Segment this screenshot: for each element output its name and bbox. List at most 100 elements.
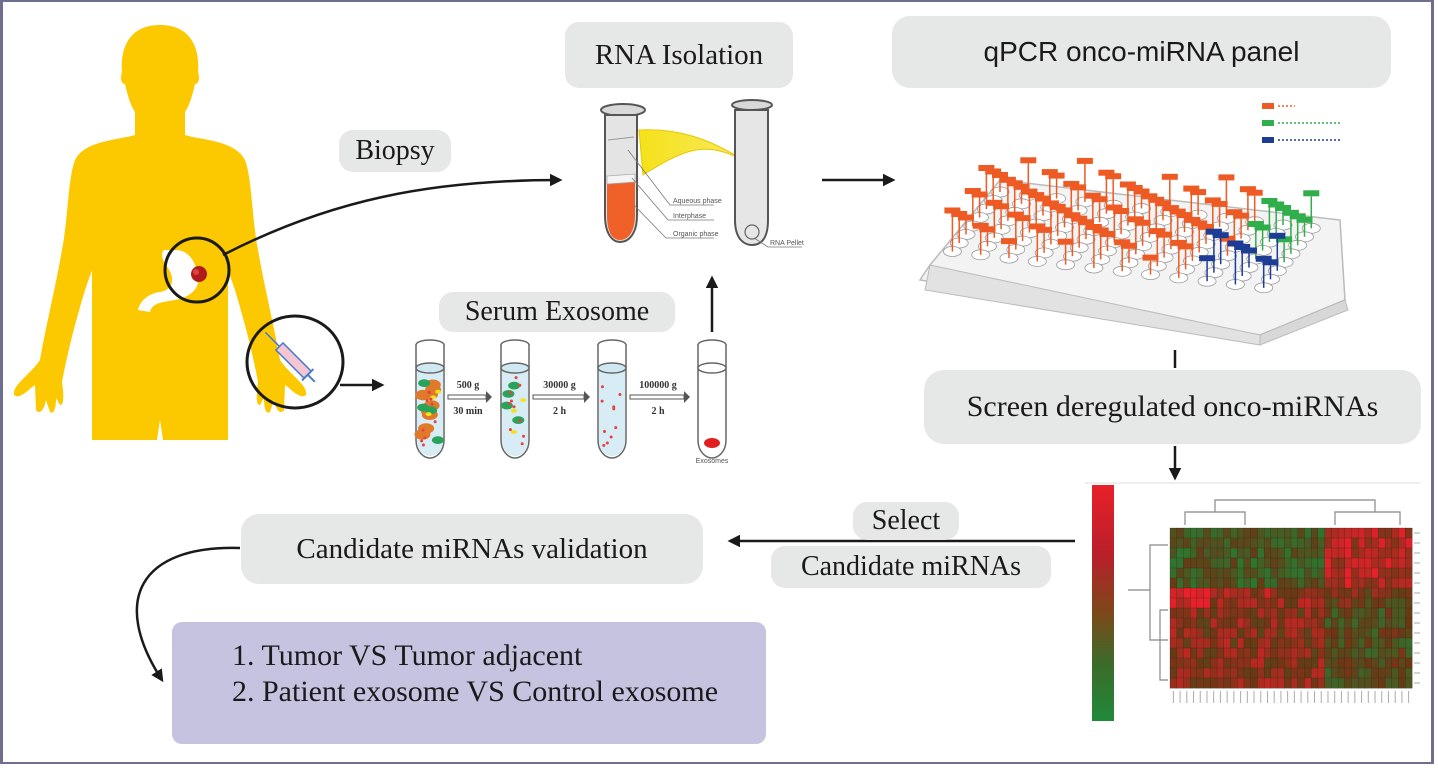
heatmap-cell xyxy=(1358,527,1366,539)
heatmap-cell xyxy=(1364,557,1372,569)
heatmap-cell xyxy=(1351,587,1359,599)
heatmap-cell xyxy=(1371,627,1379,639)
heatmap-cell xyxy=(1277,567,1285,579)
heatmap-cell xyxy=(1371,577,1379,589)
heatmap-cell xyxy=(1364,607,1372,619)
heatmap-cell xyxy=(1391,657,1399,669)
heatmap-cell xyxy=(1250,577,1258,589)
heatmap-cell xyxy=(1183,677,1191,689)
heatmap-cell xyxy=(1391,617,1399,629)
heatmap-cell xyxy=(1250,537,1258,549)
heatmap-cell xyxy=(1378,667,1386,679)
heatmap-cell xyxy=(1384,617,1393,629)
heatmap-cell xyxy=(1297,657,1305,669)
heatmap-cell xyxy=(1371,527,1379,539)
rna-isolation-tubes-icon xyxy=(600,99,802,248)
heatmap-cell xyxy=(1263,607,1272,619)
heatmap-cell xyxy=(1351,567,1359,579)
heatmap-cell xyxy=(1384,587,1393,599)
heatmap-cell xyxy=(1391,667,1399,679)
heatmap-cell xyxy=(1398,567,1406,579)
heatmap-cell xyxy=(1304,567,1312,579)
heatmap-cell xyxy=(1344,587,1352,599)
heatmap-cell xyxy=(1391,537,1399,549)
heatmap-cell xyxy=(1391,637,1399,649)
heatmap-cell xyxy=(1237,527,1245,539)
heatmap-cell xyxy=(1169,597,1178,609)
heatmap-cell xyxy=(1297,597,1305,609)
heatmap-cell xyxy=(1317,627,1325,639)
centrifuge-tube-icon xyxy=(697,339,727,459)
heatmap-cell xyxy=(1405,667,1413,679)
heatmap-cell xyxy=(1384,567,1393,579)
heatmap-cell xyxy=(1203,637,1211,649)
heatmap-cell xyxy=(1263,527,1272,539)
centrifuge-tube-icon xyxy=(414,339,445,459)
heatmap-cell xyxy=(1237,547,1245,559)
heatmap-cell xyxy=(1297,527,1305,539)
heatmap-cell xyxy=(1277,547,1285,559)
heatmap-cell xyxy=(1351,677,1359,689)
heatmap-cell xyxy=(1216,647,1225,659)
heatmap-cell xyxy=(1169,657,1178,669)
heatmap-cell xyxy=(1257,657,1265,669)
heatmap-cell xyxy=(1237,577,1245,589)
heatmap-cell xyxy=(1250,557,1258,569)
heatmap-cell xyxy=(1351,527,1359,539)
heatmap-cell xyxy=(1398,527,1406,539)
heatmap-cell xyxy=(1183,577,1191,589)
tumor-icon xyxy=(191,266,207,282)
heatmap-cell xyxy=(1257,547,1265,559)
heatmap-cell xyxy=(1210,657,1218,669)
heatmap-cell xyxy=(1237,587,1245,599)
heatmap-cell xyxy=(1203,557,1211,569)
heatmap-cell xyxy=(1250,677,1258,689)
heatmap-cell xyxy=(1196,657,1204,669)
heatmap-cell xyxy=(1203,617,1211,629)
heatmap-cell xyxy=(1384,677,1393,689)
heatmap-cell xyxy=(1317,527,1325,539)
heatmap-cell xyxy=(1230,557,1238,569)
serum-exosome-label: Serum Exosome xyxy=(439,292,675,332)
heatmap-cell xyxy=(1405,637,1413,649)
heatmap-cell xyxy=(1250,627,1258,639)
heatmap-cell xyxy=(1391,597,1399,609)
heatmap-cell xyxy=(1398,667,1406,679)
heatmap-cell xyxy=(1324,647,1332,659)
heatmap-cell xyxy=(1196,647,1204,659)
heatmap-cell xyxy=(1277,587,1285,599)
heatmap-cell xyxy=(1257,677,1265,689)
heatmap-cell xyxy=(1250,527,1258,539)
heatmap-cell xyxy=(1223,527,1231,539)
candidate-mirnas-label: Candidate miRNAs xyxy=(771,546,1051,588)
heatmap-cell xyxy=(1290,637,1299,649)
heatmap-cell xyxy=(1190,647,1198,659)
heatmap-cell xyxy=(1364,657,1372,669)
stomach-icon xyxy=(138,250,207,312)
heatmap-cell xyxy=(1190,597,1198,609)
heatmap-cell xyxy=(1324,677,1332,689)
centrifuge-force: 500 g xyxy=(457,380,480,391)
heatmap-cell xyxy=(1190,547,1198,559)
heatmap-cell xyxy=(1176,567,1184,579)
heatmap-cell xyxy=(1297,557,1305,569)
centrifuge-time: 30 min xyxy=(453,406,483,417)
heatmap-cell xyxy=(1331,557,1339,569)
heatmap-cell xyxy=(1196,667,1204,679)
heatmap-cell xyxy=(1196,607,1204,619)
heatmap-cell xyxy=(1311,647,1319,659)
heatmap-cell xyxy=(1331,607,1339,619)
heatmap-cell xyxy=(1250,657,1258,669)
heatmap-cell xyxy=(1176,547,1184,559)
heatmap-cell xyxy=(1223,597,1231,609)
heatmap-cell xyxy=(1230,647,1238,659)
heatmap-cell xyxy=(1196,547,1204,559)
heatmap-cell xyxy=(1277,637,1285,649)
heatmap-cell xyxy=(1284,577,1292,589)
heatmap-cell xyxy=(1183,557,1191,569)
heatmap-cell xyxy=(1358,627,1366,639)
heatmap-cell xyxy=(1284,587,1292,599)
heatmap-cell xyxy=(1176,617,1184,629)
validation-item: 1. Tumor VS Tumor adjacent xyxy=(232,639,583,672)
